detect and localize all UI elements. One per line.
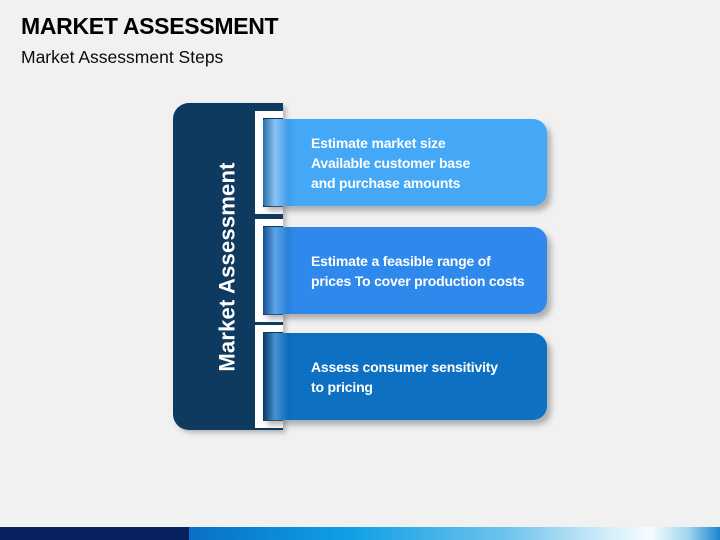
connector-bracket xyxy=(255,325,283,428)
step-text-line: Estimate market size xyxy=(311,134,446,151)
step-text: Estimate a feasible range of prices To co… xyxy=(311,251,525,291)
slide-title: MARKET ASSESSMENT xyxy=(21,13,279,39)
step-text: Assess consumer sensitivity to pricing xyxy=(311,357,498,397)
step-text-line: Available customer base xyxy=(311,154,471,171)
step-text-line: Estimate a feasible range of xyxy=(311,252,491,269)
step-text-line: and purchase amounts xyxy=(311,174,461,191)
ribbon-fold xyxy=(263,119,295,206)
connector-bracket xyxy=(255,219,283,322)
step-text-line: to pricing xyxy=(311,378,373,395)
step-bar: Estimate a feasible range of prices To co… xyxy=(263,227,547,314)
slide-subtitle: Market Assessment Steps xyxy=(21,47,224,67)
panel-vertical-label: Market Assessment xyxy=(215,161,240,372)
footer-gradient-segment xyxy=(189,527,720,540)
ribbon-fold xyxy=(263,227,295,314)
ribbon-fold xyxy=(263,333,295,420)
step-bar: Assess consumer sensitivity to pricing xyxy=(263,333,547,420)
step-text-line: prices To cover production costs xyxy=(311,272,525,289)
connector-bracket xyxy=(255,111,283,214)
step-text-line: Assess consumer sensitivity xyxy=(311,358,498,375)
footer-navy-segment xyxy=(0,527,189,540)
